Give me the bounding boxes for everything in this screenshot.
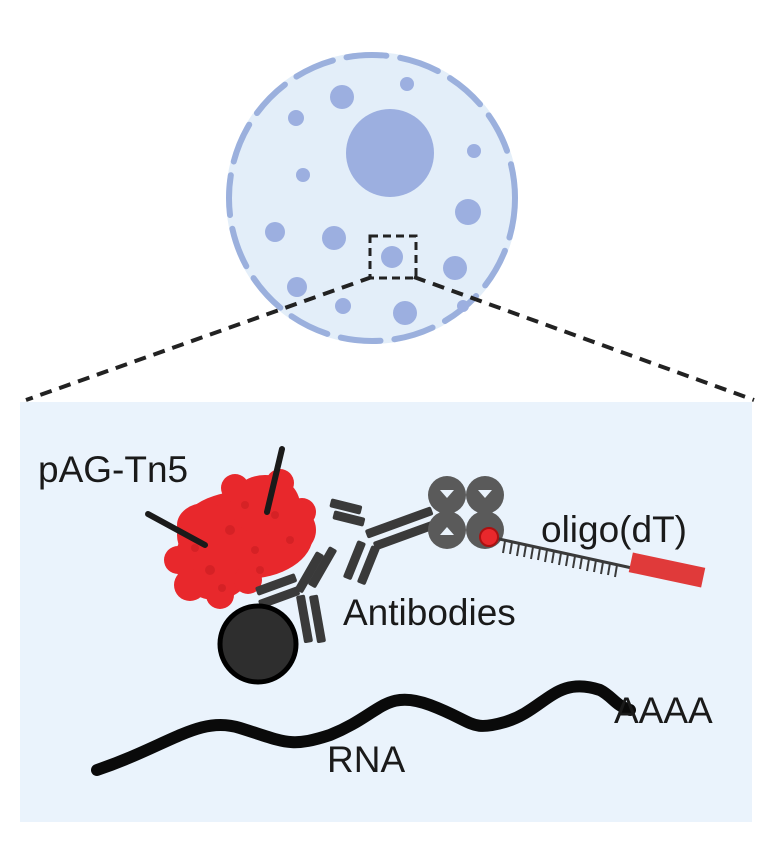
tn5-pointer-line bbox=[264, 446, 285, 515]
pag-tn5-surface-texture bbox=[191, 501, 294, 592]
cell bbox=[226, 52, 518, 344]
nucleus bbox=[346, 109, 434, 197]
granule bbox=[381, 246, 403, 268]
granule bbox=[400, 77, 414, 91]
granule bbox=[335, 298, 351, 314]
protein-ag-notches bbox=[440, 490, 492, 535]
granule bbox=[265, 222, 285, 242]
zoom-line-left bbox=[25, 275, 373, 402]
label-oligo-dt: oligo(dT) bbox=[541, 509, 687, 550]
granule bbox=[288, 110, 304, 126]
label-poly-a: AAAA bbox=[614, 690, 713, 731]
granule bbox=[467, 144, 481, 158]
zoom-box bbox=[368, 234, 418, 280]
label-rna: RNA bbox=[327, 739, 405, 780]
cell-membrane-dashed bbox=[226, 52, 518, 344]
granule bbox=[330, 85, 354, 109]
rna-strand bbox=[91, 680, 636, 776]
pag-tn5-protein bbox=[164, 469, 316, 609]
granule bbox=[455, 199, 481, 225]
granule bbox=[296, 168, 310, 182]
antibody-secondary bbox=[255, 546, 337, 644]
antibody-primary bbox=[329, 498, 442, 585]
oligo-tag bbox=[628, 552, 706, 588]
bead bbox=[217, 603, 299, 685]
label-antibodies: Antibodies bbox=[343, 592, 516, 633]
granule bbox=[443, 256, 467, 280]
granule bbox=[287, 277, 307, 297]
oligo-anchor-dot bbox=[479, 527, 499, 547]
tn5-pointer-line bbox=[145, 511, 208, 548]
label-pag-tn5: pAG-Tn5 bbox=[38, 449, 188, 490]
zoom-line-right bbox=[413, 275, 755, 402]
granule bbox=[322, 226, 346, 250]
oligo-comb bbox=[502, 540, 618, 578]
granule bbox=[393, 301, 417, 325]
granule bbox=[457, 300, 469, 312]
oligo-backbone bbox=[489, 535, 633, 570]
